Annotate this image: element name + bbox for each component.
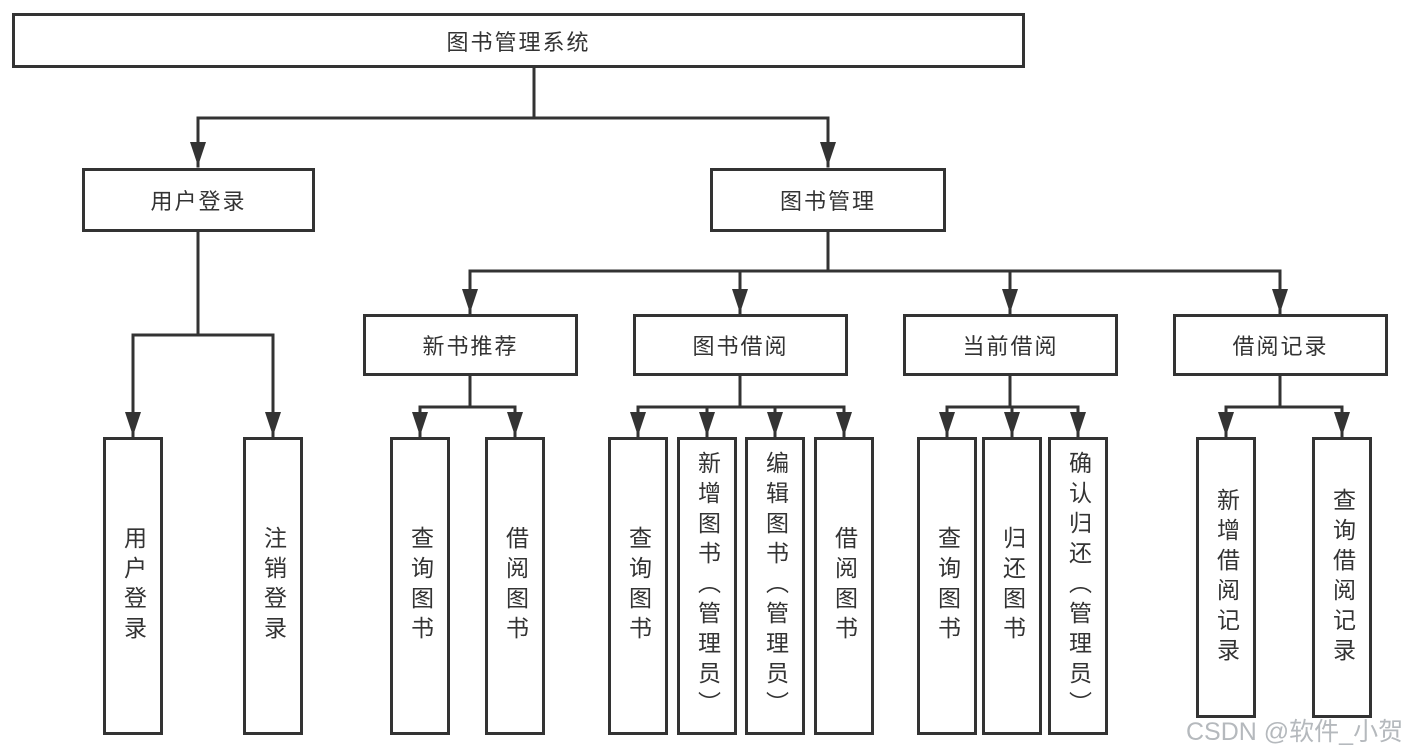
leaf-user-login: 用户登录 [103,437,163,735]
node-label: 借阅图书 [502,526,529,646]
node-label: 归还图书 [999,526,1026,646]
leaf-confirm-return-admin: 确认归还（管理员） [1048,437,1108,735]
connector-root-to-level2 [190,66,836,168]
leaf-return-book: 归还图书 [982,437,1042,735]
node-label: 注销登录 [260,526,287,646]
node-borrow-record: 借阅记录 [1173,314,1388,376]
node-label: 借阅记录 [1232,334,1329,359]
leaf-logout: 注销登录 [243,437,303,735]
node-label: 新增借阅记录 [1213,487,1240,668]
node-label: 查询借阅记录 [1329,487,1356,668]
leaf-edit-book-admin: 编辑图书（管理员） [745,437,805,735]
node-book-management: 图书管理 [710,168,946,232]
node-label: 查询图书 [407,526,434,646]
node-label: 用户登录 [150,189,247,214]
connector-new-book-recommend-children [412,374,523,438]
node-book-borrow: 图书借阅 [633,314,848,376]
node-label: 新增图书（管理员） [694,451,721,721]
csdn-watermark: CSDN @软件_小贺同学 [1186,718,1405,746]
leaf-add-borrow-record: 新增借阅记录 [1196,437,1256,718]
leaf-query-book-recommend: 查询图书 [390,437,450,735]
leaf-query-book-borrow: 查询图书 [608,437,668,735]
node-user-login: 用户登录 [82,168,315,232]
leaf-borrow-book-recommend: 借阅图书 [485,437,545,735]
node-label: 借阅图书 [831,526,858,646]
node-label: 图书管理 [779,189,876,214]
node-root-library-system: 图书管理系统 [12,13,1025,68]
node-label: 查询图书 [625,526,652,646]
node-label: 新书推荐 [422,334,519,359]
node-label: 图书管理系统 [446,29,591,55]
node-label: 图书借阅 [692,334,789,359]
node-label: 查询图书 [934,526,961,646]
node-current-borrow: 当前借阅 [903,314,1118,376]
connector-current-borrow-children [939,374,1086,438]
connector-user-login-children [125,230,281,438]
connector-book-borrow-children [630,374,852,438]
leaf-query-book-current: 查询图书 [917,437,977,735]
leaf-borrow-book: 借阅图书 [814,437,874,735]
node-label: 用户登录 [120,526,147,646]
connector-book-management-children [462,230,1288,315]
node-label: 当前借阅 [962,334,1059,359]
leaf-query-borrow-record: 查询借阅记录 [1312,437,1372,718]
node-label: 确认归还（管理员） [1065,451,1092,721]
node-new-book-recommend: 新书推荐 [363,314,578,376]
node-label: 编辑图书（管理员） [762,451,789,721]
connector-borrow-record-children [1218,374,1350,438]
leaf-add-book-admin: 新增图书（管理员） [677,437,737,735]
